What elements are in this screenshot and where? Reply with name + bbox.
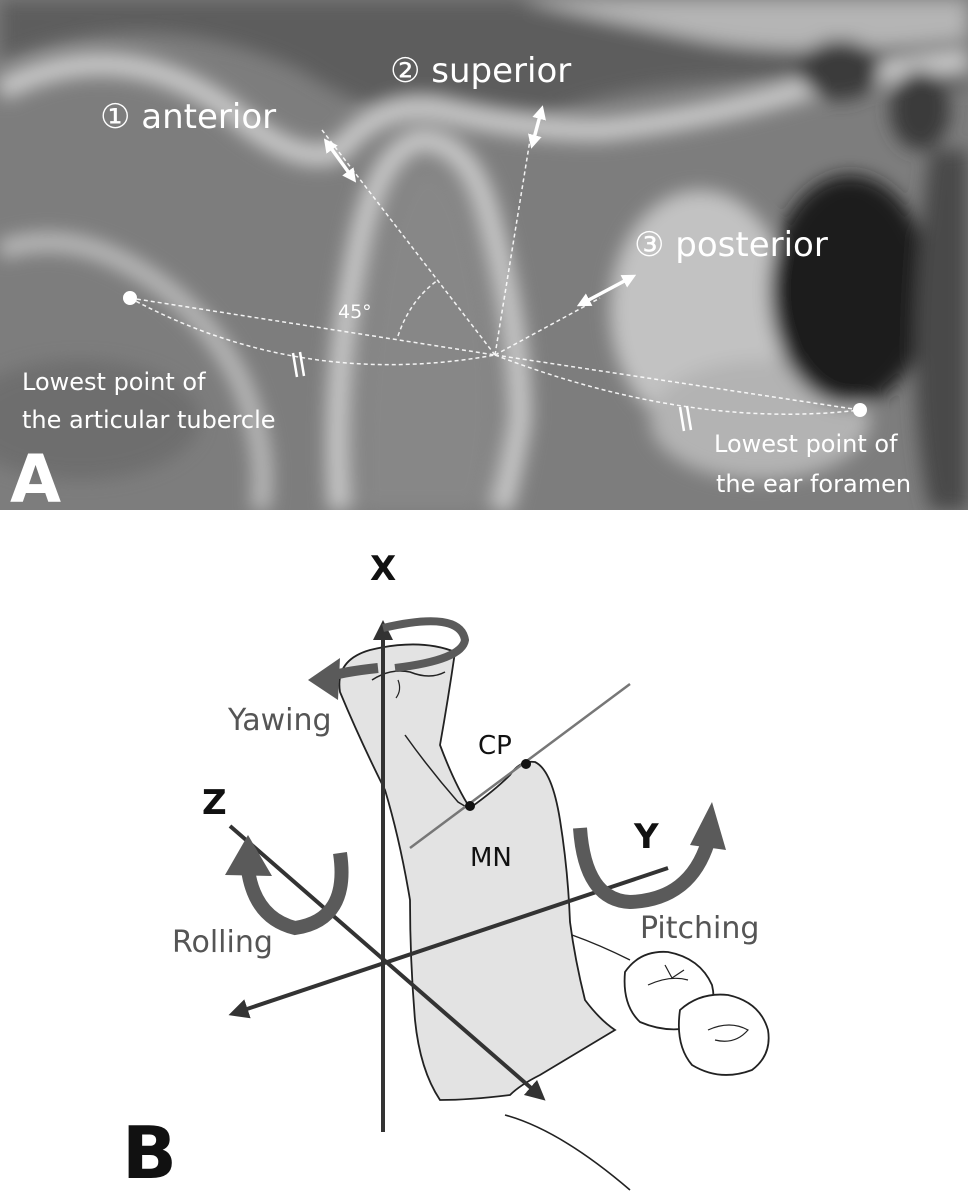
anterior-label: ① anterior xyxy=(100,97,276,137)
cp-label: CP xyxy=(478,731,512,761)
construction-lines xyxy=(129,129,861,415)
angle-arc xyxy=(397,279,439,337)
angle-label: 45° xyxy=(338,301,372,323)
posterior-label: ③ posterior xyxy=(634,225,828,265)
distance-arrows xyxy=(323,105,637,307)
yawing-label: Yawing xyxy=(227,703,332,738)
condyle-outline xyxy=(338,643,617,1101)
rolling-rotation-arrow xyxy=(225,835,349,936)
ear-label-line2: the ear foramen xyxy=(716,470,911,498)
panel-a-ct-image: ① anterior ② superior ③ posterior 45° Lo… xyxy=(0,0,968,518)
axis-x-label: X xyxy=(370,549,396,589)
cp-mn-line xyxy=(409,682,631,850)
cp-point xyxy=(521,759,531,769)
panel-a-letter: A xyxy=(10,441,61,518)
pitching-label: Pitching xyxy=(640,911,759,946)
anterior-arrow xyxy=(323,138,357,183)
z-axis xyxy=(228,824,546,1101)
superior-arrow xyxy=(528,105,546,149)
pitching-rotation-arrow xyxy=(573,802,726,910)
ct-anatomy xyxy=(0,0,968,510)
axis-z-label: Z xyxy=(202,783,227,823)
superior-line xyxy=(494,139,531,356)
superior-label: ② superior xyxy=(390,51,571,91)
mn-label: MN xyxy=(470,843,512,873)
tubercle-point xyxy=(123,291,137,305)
reference-line-ear xyxy=(494,354,861,411)
equal-tick-marks xyxy=(291,351,693,432)
posterior-arrow xyxy=(576,274,637,307)
yawing-rotation-arrow xyxy=(308,617,470,700)
reference-line-tubercle xyxy=(129,297,496,356)
tubercle-label-line2: the articular tubercle xyxy=(22,406,276,434)
mn-point xyxy=(465,801,475,811)
ear-label-line1: Lowest point of xyxy=(714,430,898,458)
posterior-line xyxy=(494,297,601,356)
axis-y-label: Y xyxy=(633,817,659,857)
tubercle-label-line1: Lowest point of xyxy=(22,368,206,396)
ear-foramen-point xyxy=(853,403,867,417)
ramus-lower-line xyxy=(504,1114,631,1191)
lower-arc-left xyxy=(129,297,496,366)
anterior-line xyxy=(321,129,496,356)
panel-b-letter: B xyxy=(122,1111,177,1195)
rolling-label: Rolling xyxy=(172,925,273,960)
panel-b-rotation-axes: X Y Z Yawing Pitching Rolling CP MN B xyxy=(122,549,770,1195)
molar-tooth-2 xyxy=(677,993,770,1076)
